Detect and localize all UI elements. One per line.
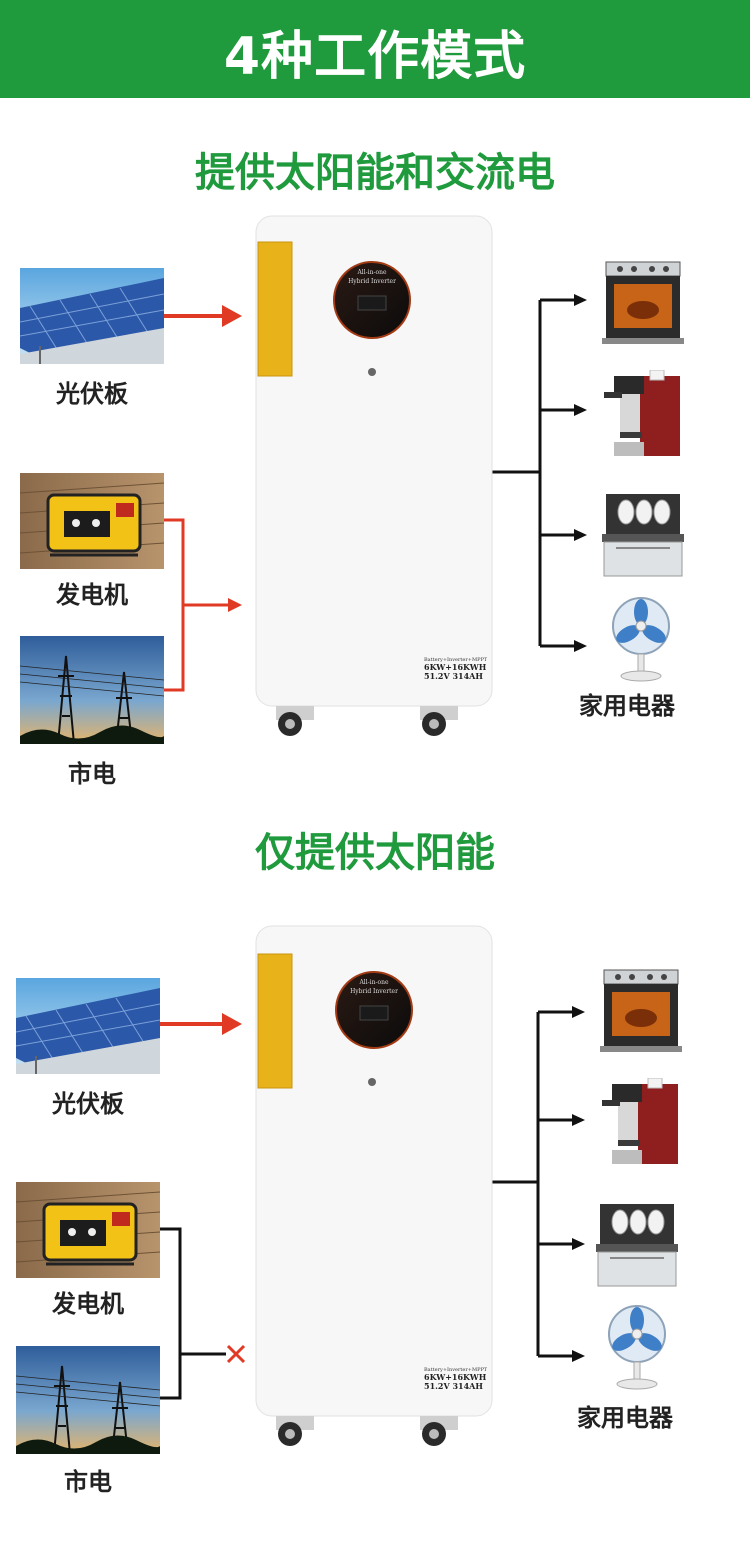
spec-line-2: 51.2V 314AH: [424, 1381, 483, 1391]
hybrid-inverter-unit: All-in-one Hybrid Inverter Battery+Inver…: [255, 925, 493, 1446]
generator-label: 发电机: [52, 1290, 124, 1318]
solar-panel-label: 光伏板: [56, 380, 128, 408]
caster-wheels: [276, 1416, 458, 1446]
oven-icon: [600, 258, 686, 348]
coffee-machine-icon: [600, 370, 686, 460]
appliances-label: 家用电器: [577, 1404, 673, 1432]
dishwasher-icon: [600, 490, 686, 580]
spec-line-0: Battery+Inverter+MPPT: [424, 1367, 488, 1373]
appliances-label: 家用电器: [579, 692, 675, 720]
section-2-connectors: [160, 1006, 585, 1400]
display-line-2: Hybrid Inverter: [350, 988, 398, 995]
power-grid-label: 市电: [64, 1468, 112, 1496]
hybrid-inverter-unit: All-in-one Hybrid Inverter Battery+Inver…: [255, 215, 493, 736]
spec-line-2: 51.2V 314AH: [424, 671, 483, 681]
generator-grid-bracket: [164, 518, 185, 692]
spec-line-1: 6KW+16KWH: [424, 1372, 487, 1382]
output-tree: [490, 1010, 574, 1358]
generator-grid-bracket: [160, 1227, 182, 1400]
dishwasher-icon: [594, 1200, 680, 1290]
section-2-title: 仅提供太阳能: [255, 830, 495, 876]
output-tree: [490, 298, 576, 648]
header-banner: 4种工作模式: [0, 0, 750, 98]
display-line-1: All-in-one: [356, 269, 386, 276]
section-1-connectors: [164, 294, 587, 692]
ac-arrow-head: [228, 598, 242, 612]
generator-label: 发电机: [56, 581, 128, 609]
oven-icon: [598, 966, 684, 1056]
fan-icon: [594, 1302, 680, 1392]
solar-arrow-head: [222, 305, 242, 327]
section-1-title: 提供太阳能和交流电: [195, 150, 555, 196]
spec-line-1: 6KW+16KWH: [424, 662, 487, 672]
solar-panel-label: 光伏板: [52, 1090, 124, 1118]
solar-arrow-head: [222, 1013, 242, 1035]
page-title: 4种工作模式: [223, 27, 527, 87]
display-line-2: Hybrid Inverter: [348, 278, 396, 285]
display-line-1: All-in-one: [358, 979, 388, 986]
spec-line-0: Battery+Inverter+MPPT: [424, 657, 488, 663]
disconnect-cross-icon: [226, 1344, 246, 1364]
caster-wheels: [276, 706, 458, 736]
coffee-machine-icon: [598, 1078, 684, 1168]
power-grid-label: 市电: [68, 760, 116, 788]
fan-icon: [598, 594, 684, 684]
